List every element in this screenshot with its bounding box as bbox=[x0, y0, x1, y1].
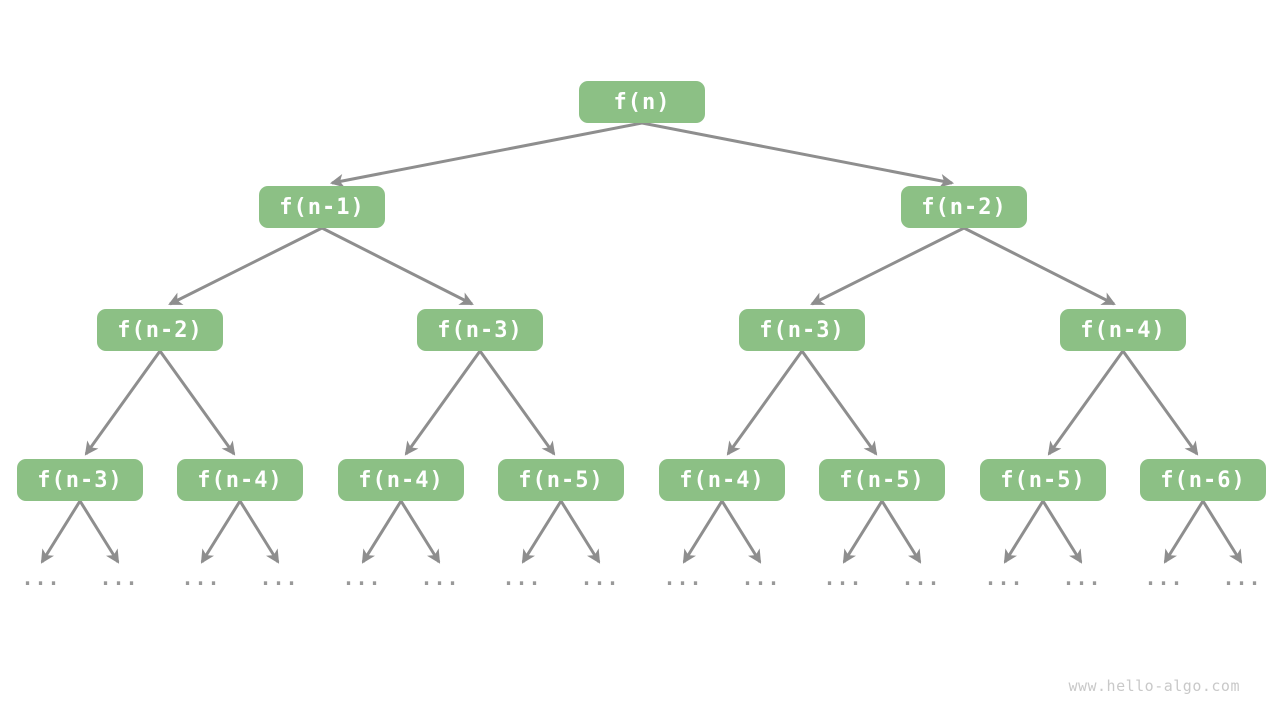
edge bbox=[963, 226, 1116, 306]
edge bbox=[321, 226, 474, 306]
edge bbox=[1163, 500, 1205, 564]
edge bbox=[1201, 500, 1243, 564]
edge bbox=[842, 500, 884, 564]
ellipsis-text: ... bbox=[1222, 566, 1262, 590]
edge bbox=[158, 350, 236, 456]
ellipsis-text: ... bbox=[259, 566, 299, 590]
tree-node-l4-1: f(n-4) bbox=[177, 459, 303, 501]
edge bbox=[559, 500, 601, 564]
edge bbox=[720, 500, 762, 564]
ellipsis-text: ... bbox=[420, 566, 460, 590]
edge bbox=[404, 350, 482, 456]
ellipsis-text: ... bbox=[580, 566, 620, 590]
edge bbox=[682, 500, 724, 564]
tree-node-l4-3: f(n-5) bbox=[498, 459, 624, 501]
edge bbox=[478, 350, 556, 456]
tree-node-l4-6: f(n-5) bbox=[980, 459, 1106, 501]
edge bbox=[521, 500, 563, 564]
tree-node-root: f(n) bbox=[579, 81, 705, 123]
tree-node-l3-0: f(n-2) bbox=[97, 309, 223, 351]
ellipsis-text: ... bbox=[342, 566, 382, 590]
tree-node-l4-5: f(n-5) bbox=[819, 459, 945, 501]
edge bbox=[40, 500, 82, 564]
tree-node-l4-7: f(n-6) bbox=[1140, 459, 1266, 501]
ellipsis-text: ... bbox=[502, 566, 542, 590]
edge bbox=[361, 500, 403, 564]
watermark-text: www.hello-algo.com bbox=[1068, 677, 1240, 695]
ellipsis-text: ... bbox=[99, 566, 139, 590]
ellipsis-text: ... bbox=[663, 566, 703, 590]
ellipsis-text: ... bbox=[901, 566, 941, 590]
tree-node-l2-0: f(n-1) bbox=[259, 186, 385, 228]
ellipsis-text: ... bbox=[21, 566, 61, 590]
edge bbox=[1041, 500, 1083, 564]
edge bbox=[78, 500, 120, 564]
tree-node-l4-2: f(n-4) bbox=[338, 459, 464, 501]
edge bbox=[1003, 500, 1045, 564]
tree-node-l2-1: f(n-2) bbox=[901, 186, 1027, 228]
edge bbox=[399, 500, 441, 564]
tree-node-l4-0: f(n-3) bbox=[17, 459, 143, 501]
edge bbox=[726, 350, 804, 456]
ellipsis-text: ... bbox=[181, 566, 221, 590]
edge bbox=[641, 121, 955, 188]
ellipsis-text: ... bbox=[1062, 566, 1102, 590]
ellipsis-text: ... bbox=[1144, 566, 1184, 590]
edge bbox=[880, 500, 922, 564]
edge bbox=[200, 500, 242, 564]
edge bbox=[168, 226, 323, 306]
edge bbox=[800, 350, 878, 456]
tree-node-l3-2: f(n-3) bbox=[739, 309, 865, 351]
edge bbox=[810, 226, 965, 306]
ellipsis-text: ... bbox=[823, 566, 863, 590]
edge bbox=[238, 500, 280, 564]
edge bbox=[1047, 350, 1125, 456]
tree-node-l4-4: f(n-4) bbox=[659, 459, 785, 501]
edge bbox=[1121, 350, 1199, 456]
ellipsis-text: ... bbox=[741, 566, 781, 590]
tree-node-l3-3: f(n-4) bbox=[1060, 309, 1186, 351]
edge bbox=[84, 350, 162, 456]
edge bbox=[329, 121, 643, 188]
tree-node-l3-1: f(n-3) bbox=[417, 309, 543, 351]
ellipsis-text: ... bbox=[984, 566, 1024, 590]
